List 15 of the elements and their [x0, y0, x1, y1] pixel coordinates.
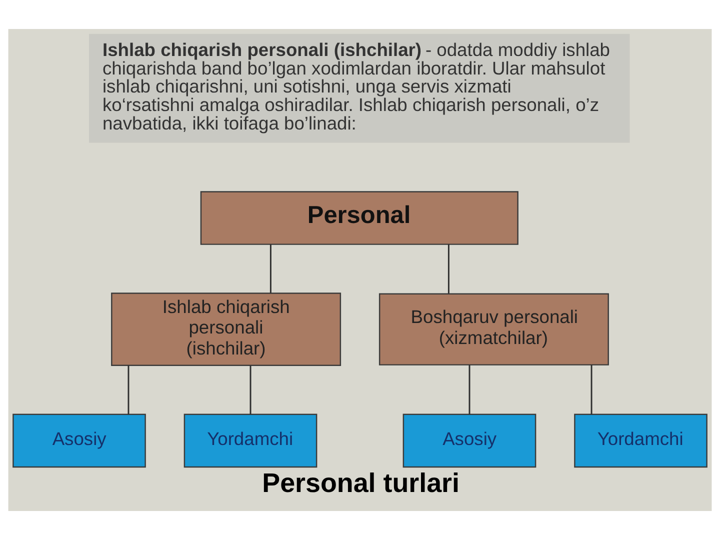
node-box: Asosiy: [402, 414, 536, 468]
node-box: Boshqaruv personali (xizmatchilar): [378, 293, 609, 366]
connector: [448, 244, 450, 294]
node-box: Yordamchi: [574, 414, 708, 468]
node-box: Yordamchi: [184, 414, 318, 468]
node-box: Asosiy: [12, 414, 146, 468]
connector: [468, 364, 470, 414]
connector: [250, 365, 252, 414]
connector: [270, 244, 272, 294]
connector: [128, 365, 130, 414]
node-box: Ishlab chiqarish personali (ishchilar): [111, 292, 342, 366]
label: Ishlab chiqarish personali (ishchilar) - odatda moddiy ishlab chiqarishda band bo’lgan xodimlardan iboratdir. Ular mahsulot ishlab chiqarishni, uni sotishni, unga servis xizmati ko‘rsatishni amalga oshiradilar. Ishlab chiqarish personali, o’z navbatida, ikki toifaga bo’linadi:: [102, 38, 610, 134]
node-box: Personal: [200, 191, 518, 245]
caption: Personal turlari: [262, 468, 460, 498]
connector: [590, 364, 592, 414]
